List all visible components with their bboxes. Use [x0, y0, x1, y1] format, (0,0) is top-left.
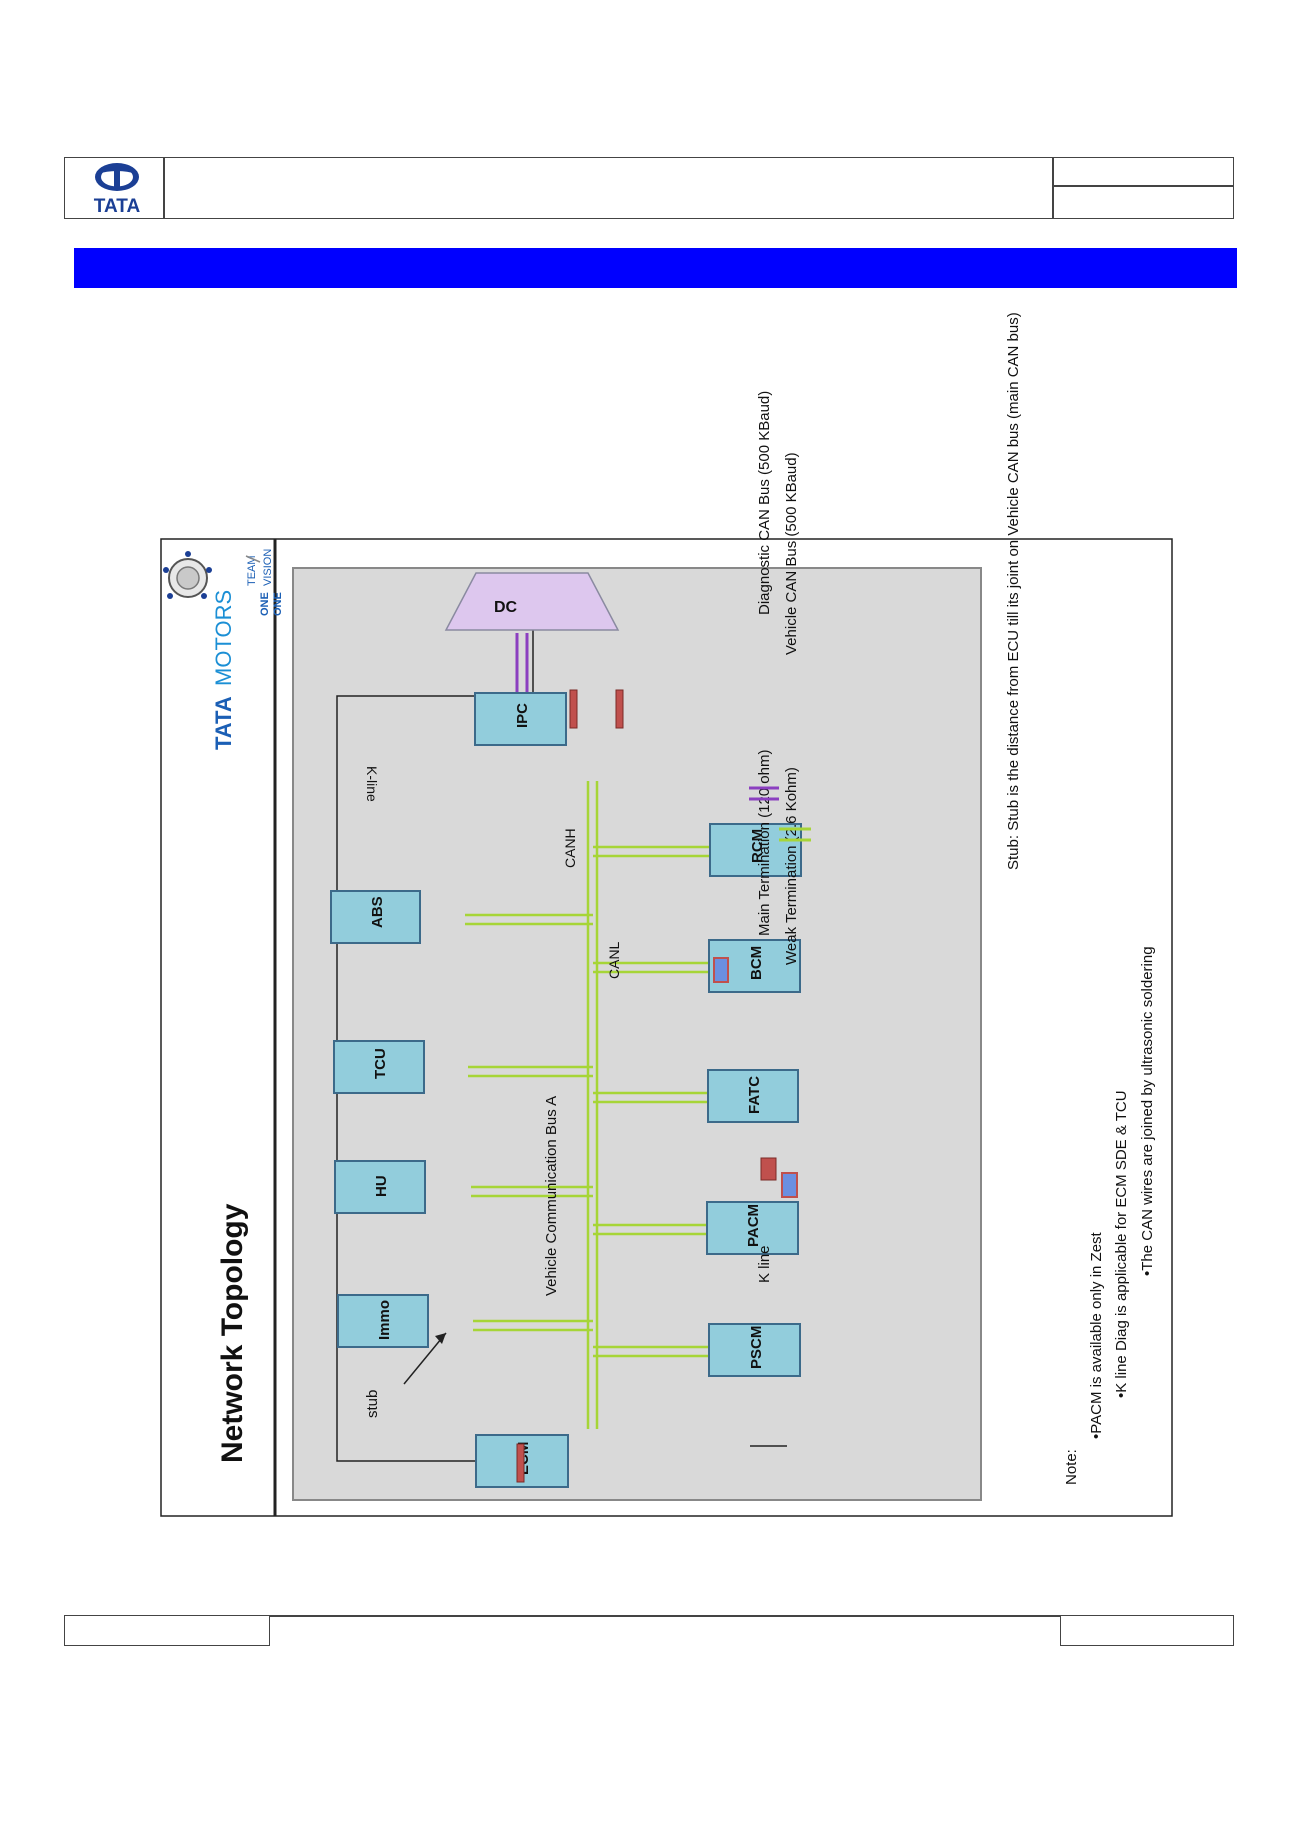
diagnostic-can-bus — [515, 633, 529, 693]
legend-kline-label: K line — [756, 1245, 773, 1283]
bus-label: Vehicle Communication Bus A — [543, 1096, 560, 1296]
abs-node: ABS — [330, 890, 421, 944]
note-3: •The CAN wires are joined by ultrasonic … — [1139, 946, 1156, 1276]
brand-one-1: ONE — [259, 592, 271, 616]
fatc-node: FATC — [707, 1069, 799, 1123]
note-title: Note: — [1063, 1449, 1080, 1485]
tcu-node: TCU — [333, 1040, 425, 1094]
dc-label: DC — [494, 599, 518, 616]
brand-motors: MOTORS — [211, 590, 236, 686]
tata-logo-icon: TATA — [94, 163, 141, 217]
svg-text:RCM: RCM — [749, 829, 766, 863]
diagram-panel — [292, 567, 982, 1501]
immo-node: Immo — [337, 1294, 429, 1348]
ecm-main-termination — [516, 1443, 525, 1483]
header-table — [64, 157, 1234, 219]
legend-main-term-label: Main Termination (120 ohm) — [756, 750, 773, 936]
k-line-label: K-line — [364, 766, 380, 802]
brand-team: TEAM — [246, 555, 258, 586]
section-banner — [74, 248, 1237, 288]
header-right-cell-split — [1052, 185, 1234, 187]
svg-text:Immo: Immo — [376, 1300, 393, 1340]
ipc-main-termination-dc — [569, 689, 578, 729]
svg-text:IPC: IPC — [514, 703, 531, 728]
footer-right-cell — [1060, 1615, 1234, 1646]
dc-node — [444, 572, 620, 631]
tata-logo: TATA — [82, 160, 152, 217]
svg-text:PSCM: PSCM — [748, 1326, 765, 1369]
legend-main-term-swatch — [760, 1157, 777, 1181]
canh-label: CANH — [562, 828, 578, 868]
brand-one-2: ONE — [272, 592, 284, 616]
brand-tata: TATA — [211, 696, 236, 750]
header-logo-cell-divider — [163, 157, 165, 219]
network-topology-figure: Network Topology TATA MOTORS ONE TEAM ON… — [160, 312, 1173, 1517]
pscm-node: PSCM — [708, 1323, 801, 1377]
legend-vehicle-can-swatch — [779, 827, 811, 842]
svg-text:FATC: FATC — [746, 1076, 763, 1114]
stub-label: stub — [364, 1390, 381, 1418]
ipc-main-termination-can — [615, 689, 624, 729]
svg-text:BCM: BCM — [748, 946, 765, 980]
stub-arrowhead — [435, 1333, 446, 1344]
legend-vehicle-can-label: Vehicle CAN Bus (500 KBaud) — [783, 452, 800, 655]
legend-weak-term-swatch — [781, 1172, 798, 1198]
footer-left-cell — [64, 1615, 270, 1646]
legend-weak-term-label: Weak Termination (2.6 Kohm) — [783, 767, 800, 965]
stub-arrow — [403, 1332, 447, 1385]
legend-diag-can-swatch — [749, 786, 779, 801]
footer-line — [270, 1615, 1060, 1617]
stub-definition: Stub: Stub is the distance from ECU till… — [1005, 312, 1022, 870]
ipc-node: IPC — [474, 692, 567, 746]
rcm-node: RCM — [709, 823, 802, 877]
svg-text:TCU: TCU — [372, 1048, 389, 1079]
can-stubs-left — [465, 913, 593, 1332]
legend-diag-can-label: Diagnostic CAN Bus (500 KBaud) — [756, 391, 773, 615]
svg-text:HU: HU — [373, 1175, 390, 1197]
network-topology-svg: Network Topology TATA MOTORS ONE TEAM ON… — [160, 312, 1173, 1517]
pacm-node: PACM — [706, 1201, 799, 1255]
canl-label: CANL — [606, 941, 622, 979]
bcm-weak-termination — [713, 957, 729, 983]
svg-text:PACM: PACM — [745, 1204, 762, 1247]
figure-title: Network Topology — [216, 1203, 249, 1463]
brand-swoosh — [245, 555, 261, 563]
note-2: •K line Diag is applicable for ECM SDE &… — [1113, 1090, 1130, 1398]
emblem-icon — [163, 551, 212, 599]
note-1: •PACM is available only in Zest — [1088, 1231, 1105, 1439]
brand-vision: VISION — [262, 549, 274, 586]
can-stubs-right — [593, 845, 710, 1358]
header-right-cell-divider — [1052, 157, 1054, 219]
svg-text:TATA: TATA — [94, 196, 141, 217]
svg-text:ABS: ABS — [369, 896, 386, 928]
hu-node: HU — [334, 1160, 426, 1214]
